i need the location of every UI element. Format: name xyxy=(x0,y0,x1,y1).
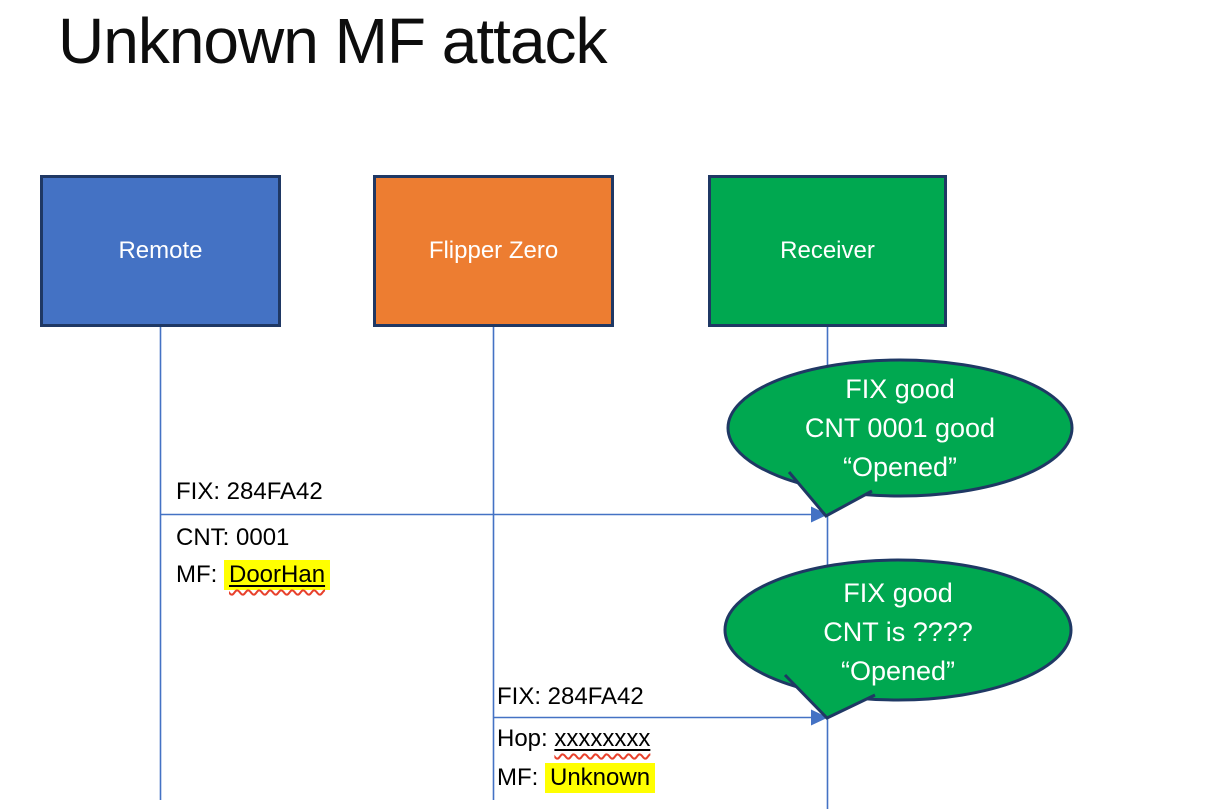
actor-label-receiver: Receiver xyxy=(780,237,875,264)
message1-mf-value-highlight: DoorHan xyxy=(224,560,331,590)
callout1-text: FIX good CNT 0001 good “Opened” xyxy=(740,370,1060,487)
message2-fix-label: FIX: 284FA42 xyxy=(497,683,644,710)
message2-arrowhead-icon xyxy=(811,709,828,726)
callout-bubble-2 xyxy=(723,558,1073,720)
actor-box-remote: Remote xyxy=(40,175,281,327)
callout-bubble-1 xyxy=(726,358,1074,518)
callout1-line1: FIX good xyxy=(845,374,955,404)
message1-arrowhead-icon xyxy=(811,506,828,523)
message2-mf-value: Unknown xyxy=(550,764,651,791)
message2-mf-value-highlight: Unknown xyxy=(545,763,656,793)
message2-mf-label: MF: Unknown xyxy=(497,763,656,793)
message2-hop-prefix: Hop: xyxy=(497,725,555,752)
slide-title: Unknown MF attack xyxy=(58,5,608,77)
actor-label-remote: Remote xyxy=(118,237,203,264)
actor-label-flipper-zero: Flipper Zero xyxy=(428,237,559,264)
message1-mf-prefix: MF: xyxy=(176,561,224,588)
callout2-text: FIX good CNT is ???? “Opened” xyxy=(738,574,1058,691)
message2-hop-value-wrap: xxxxxxxx xyxy=(554,725,650,752)
callout2-line1: FIX good xyxy=(843,578,953,608)
message2-hop-value: xxxxxxxx xyxy=(554,725,651,752)
callout1-line2: CNT 0001 good xyxy=(804,413,996,443)
callout2-line2: CNT is ???? xyxy=(823,617,973,647)
callout1-line3: “Opened” xyxy=(842,452,958,482)
message2-mf-prefix: MF: xyxy=(497,764,545,791)
message2-hop-label: Hop: xxxxxxxx xyxy=(497,724,650,754)
actor-box-receiver: Receiver xyxy=(708,175,947,327)
message1-mf-value: DoorHan xyxy=(229,561,326,588)
actor-box-flipper-zero: Flipper Zero xyxy=(373,175,614,327)
message1-mf-label: MF: DoorHan xyxy=(176,560,331,590)
message1-cnt-label: CNT: 0001 xyxy=(176,524,290,551)
message1-fix-label: FIX: 284FA42 xyxy=(176,478,323,505)
callout2-line3: “Opened” xyxy=(840,656,956,686)
